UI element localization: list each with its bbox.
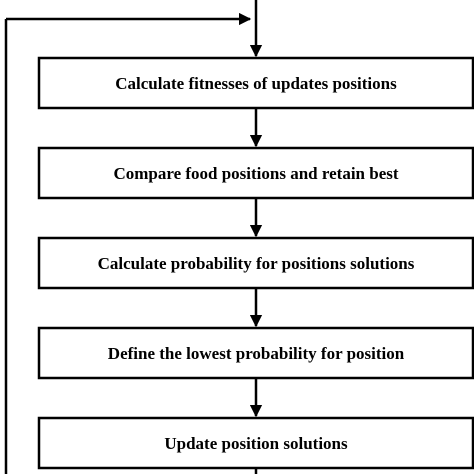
step-box-5 xyxy=(37,416,474,470)
step-label-2: Compare food positions and retain best xyxy=(113,164,398,183)
step-label-4: Define the lowest probability for positi… xyxy=(108,344,405,363)
step-label-3: Calculate probability for positions solu… xyxy=(98,254,415,273)
step-box-3 xyxy=(37,236,474,290)
step-label-1: Calculate fitnesses of updates positions xyxy=(115,74,397,93)
step-box-1 xyxy=(37,56,474,110)
step-label-5: Update position solutions xyxy=(164,434,348,453)
